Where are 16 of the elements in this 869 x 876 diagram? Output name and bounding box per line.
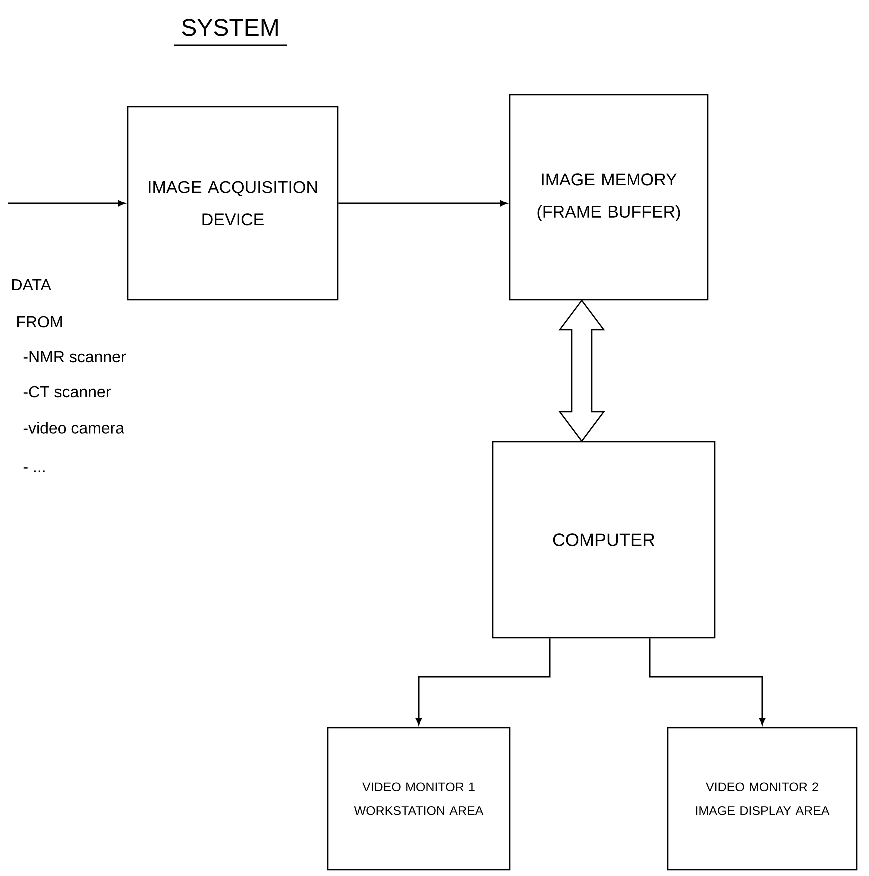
- arrow: [338, 200, 508, 206]
- note-text: DATA: [12, 280, 52, 290]
- note-text: -video camera: [24, 422, 125, 434]
- note-text: FROM: [18, 316, 62, 328]
- process-box: VIDEO MONITOR 1 WORKSTATION AREA: [327, 727, 511, 871]
- arrow: [8, 200, 126, 206]
- title: SYSTEM: [182, 19, 278, 36]
- process-box: COMPUTER: [492, 441, 716, 639]
- arrow: [649, 638, 766, 726]
- note-text: -CT scanner: [24, 386, 111, 398]
- process-box: IMAGE ACQUISITION DEVICE: [127, 106, 339, 301]
- arrow: [416, 638, 551, 726]
- note-text: -NMR scanner: [24, 351, 126, 363]
- note-text: - ...: [24, 468, 45, 472]
- process-box: IMAGE MEMORY (FRAME BUFFER): [509, 94, 709, 301]
- process-box: VIDEO MONITOR 2 IMAGE DISPLAY AREA: [667, 727, 858, 871]
